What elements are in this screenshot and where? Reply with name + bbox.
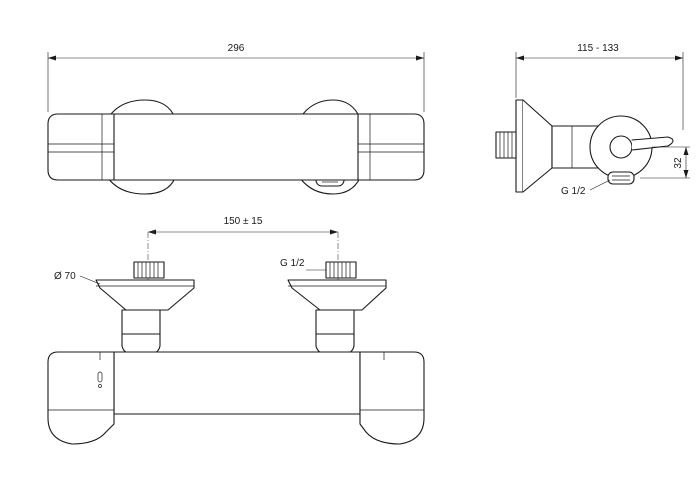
top-view: 296 bbox=[47, 43, 425, 195]
side-handle-hub bbox=[609, 135, 633, 159]
side-cone-flange bbox=[522, 99, 553, 193]
top-flange-left bbox=[107, 99, 176, 119]
top-body bbox=[111, 113, 361, 181]
dim-centers: 150 ± 15 bbox=[224, 216, 263, 227]
side-view: 115 - 133 32 G 1/2 bbox=[495, 43, 690, 197]
front-union-right bbox=[315, 309, 355, 335]
temperature-mark bbox=[97, 371, 103, 383]
front-flange-right bbox=[287, 279, 387, 311]
label-flange-diameter: Ø 70 bbox=[54, 271, 76, 282]
label-inlet-thread: G 1/2 bbox=[280, 258, 305, 269]
front-union-left bbox=[121, 309, 161, 335]
dim-projection: 115 - 133 bbox=[577, 43, 619, 54]
front-handle-right bbox=[359, 351, 425, 445]
side-outlet bbox=[607, 171, 635, 185]
front-thread-left bbox=[133, 261, 165, 279]
front-flange-left bbox=[95, 279, 195, 311]
top-handle-right bbox=[357, 113, 425, 181]
front-handle-left bbox=[47, 351, 115, 445]
top-handle-left bbox=[47, 113, 115, 181]
front-body bbox=[113, 351, 361, 415]
side-lever bbox=[631, 136, 674, 151]
side-inlet-thread bbox=[495, 131, 517, 159]
top-flange-right bbox=[299, 99, 361, 119]
front-thread-right bbox=[325, 261, 357, 279]
dim-height: 32 bbox=[673, 157, 684, 169]
label-outlet-thread: G 1/2 bbox=[561, 186, 586, 197]
front-view: 150 ± 15 Ø 70 G 1/2 bbox=[47, 216, 425, 445]
dim-overall-length: 296 bbox=[228, 43, 245, 54]
side-wall-plate bbox=[515, 99, 524, 193]
